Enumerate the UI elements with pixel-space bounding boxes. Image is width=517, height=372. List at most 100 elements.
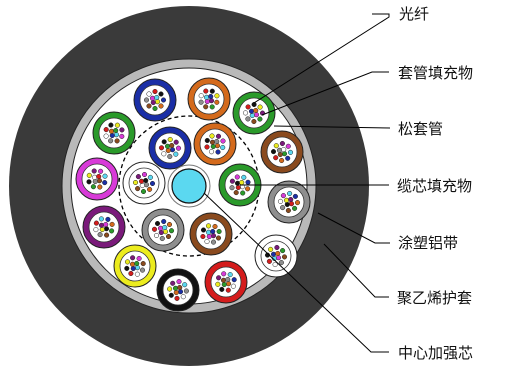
- optical-fiber: [154, 220, 161, 227]
- optical-fiber: [114, 138, 120, 144]
- optical-fiber: [104, 232, 110, 238]
- optical-fiber: [279, 157, 285, 164]
- loose-tube-gray: [267, 180, 311, 224]
- optical-fiber: [164, 143, 171, 149]
- optical-fiber: [280, 193, 286, 199]
- optical-fiber: [270, 149, 277, 155]
- optical-fiber: [229, 185, 235, 191]
- loose-tube-violet: [82, 205, 126, 249]
- optical-fiber: [225, 281, 232, 287]
- optical-fiber: [149, 95, 156, 101]
- optical-fiber: [150, 99, 156, 106]
- optical-fiber: [235, 184, 241, 191]
- optical-fiber: [230, 283, 236, 289]
- optical-fiber: [279, 140, 285, 147]
- tube-filler-gel: [210, 266, 242, 298]
- optical-fiber: [143, 177, 149, 184]
- optical-fiber: [220, 277, 227, 283]
- optical-fiber: [154, 94, 160, 101]
- optical-fiber: [210, 239, 217, 245]
- leader-line-fiber: [253, 13, 390, 104]
- optical-fiber: [245, 104, 251, 110]
- optical-fiber: [200, 233, 206, 240]
- optical-fiber: [266, 258, 272, 264]
- optical-fiber: [108, 122, 114, 128]
- optical-fiber: [146, 91, 152, 97]
- optical-fiber: [209, 133, 215, 139]
- optical-fiber: [124, 265, 130, 271]
- optical-fiber: [273, 155, 279, 161]
- optical-fiber: [97, 184, 103, 190]
- optical-fiber: [92, 178, 98, 185]
- optical-fiber: [98, 168, 104, 174]
- optical-fiber: [245, 186, 251, 192]
- optical-fiber: [257, 116, 263, 122]
- loose-tube-red: [204, 260, 248, 304]
- loose-tube-blue: [133, 78, 177, 122]
- optical-fiber: [103, 133, 109, 139]
- optical-fiber: [214, 138, 220, 145]
- optical-fiber: [214, 93, 220, 99]
- optical-fiber: [225, 276, 231, 283]
- loose-tube-white: [122, 161, 166, 205]
- optical-fiber: [159, 235, 165, 242]
- optical-fiber: [102, 173, 108, 179]
- optical-fiber: [147, 174, 153, 180]
- optical-fiber: [168, 228, 175, 234]
- optical-fiber: [288, 201, 295, 207]
- optical-fiber: [134, 260, 140, 267]
- optical-fiber: [139, 267, 146, 273]
- loose-tube-orange: [187, 77, 231, 121]
- optical-fiber: [151, 226, 158, 232]
- optical-fiber: [240, 190, 246, 196]
- loose-tube-blue: [148, 126, 192, 170]
- loose-tube-pink: [75, 157, 119, 201]
- optical-fiber: [219, 286, 225, 292]
- optical-fiber: [130, 255, 136, 261]
- optical-fiber: [209, 139, 216, 145]
- optical-fiber: [147, 186, 153, 192]
- optical-fiber: [245, 179, 251, 185]
- optical-fiber: [215, 235, 222, 241]
- optical-fiber: [175, 145, 182, 151]
- optical-fiber: [225, 287, 231, 293]
- optical-fiber: [285, 207, 291, 214]
- optical-fiber: [292, 205, 298, 211]
- central-strength-member-coating: [167, 164, 211, 208]
- optical-fiber: [239, 179, 245, 186]
- optical-fiber: [248, 108, 255, 114]
- optical-fiber: [287, 190, 293, 197]
- optical-fiber: [284, 201, 290, 208]
- optical-fiber: [198, 93, 204, 99]
- optical-fiber: [251, 101, 257, 108]
- optical-fiber: [234, 174, 240, 180]
- tube-filler-gel: [119, 250, 151, 282]
- optical-fiber: [275, 255, 282, 261]
- optical-fiber: [214, 99, 220, 105]
- optical-fiber: [251, 118, 257, 125]
- optical-fiber: [183, 288, 189, 294]
- optical-fiber: [176, 279, 182, 285]
- optical-fiber: [275, 250, 281, 257]
- optical-fiber: [113, 127, 119, 134]
- optical-fiber: [97, 232, 103, 238]
- label-coated-aluminum-tape: 涂塑铝带: [398, 234, 458, 252]
- optical-fiber: [253, 107, 259, 114]
- optical-fiber: [90, 184, 96, 190]
- optical-fiber: [129, 261, 136, 267]
- tube-filler-gel: [88, 211, 120, 243]
- optical-fiber: [130, 265, 136, 272]
- optical-fiber: [114, 122, 120, 128]
- optical-fiber: [149, 180, 156, 187]
- optical-fiber: [210, 228, 216, 235]
- optical-fiber: [205, 223, 212, 229]
- optical-fiber: [209, 88, 215, 94]
- optical-fiber: [143, 182, 150, 188]
- optical-fiber: [274, 244, 280, 251]
- optical-fiber: [119, 133, 125, 139]
- optical-fiber: [154, 99, 161, 105]
- optical-fiber: [203, 104, 209, 110]
- optical-fiber: [141, 171, 148, 178]
- optical-fiber: [281, 146, 287, 153]
